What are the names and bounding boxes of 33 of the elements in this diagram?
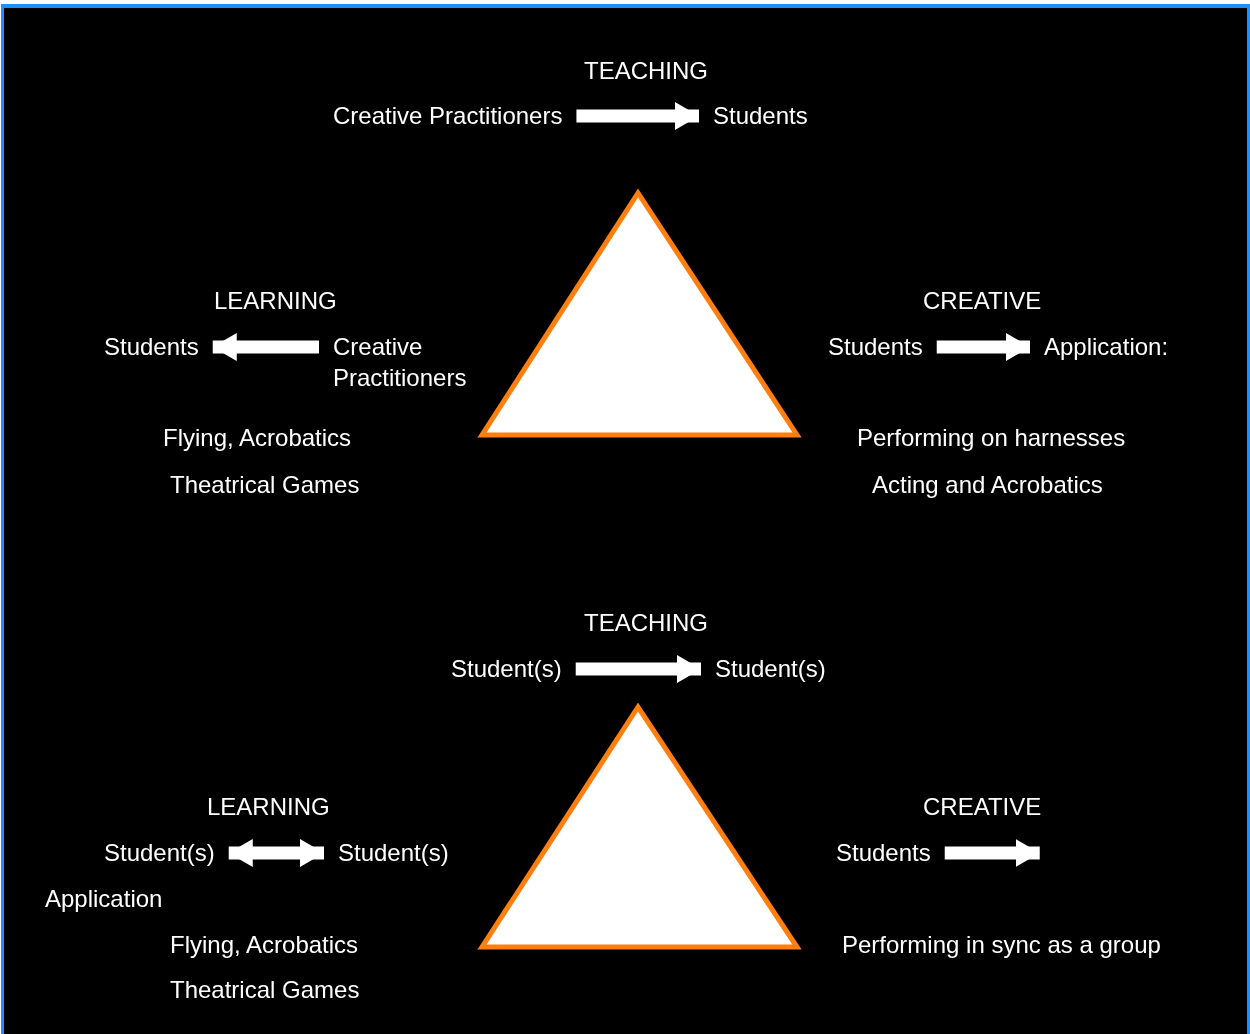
block-arrow	[228, 839, 324, 867]
node-text: Creative Practitioners	[333, 331, 483, 393]
node-text: Students	[104, 331, 199, 362]
section-heading: CREATIVE	[923, 286, 1042, 316]
node-text: Students	[828, 331, 923, 362]
activity-text: Performing in sync as a group	[842, 930, 1161, 960]
section-heading: CREATIVE	[923, 792, 1042, 822]
node-text: Student(s)	[715, 653, 826, 684]
node-text: Student(s)	[104, 837, 215, 868]
section-heading: LEARNING	[207, 792, 330, 822]
section-heading: TEACHING	[584, 56, 708, 86]
activity-text: Flying, Acrobatics	[163, 423, 352, 453]
triangle-shape	[477, 702, 802, 950]
block-arrow	[576, 102, 699, 130]
block-arrow	[936, 333, 1030, 361]
block-arrow	[575, 655, 701, 683]
activity-text: Theatrical Games	[170, 470, 360, 500]
section-heading: LEARNING	[214, 286, 337, 316]
node-text: Application:	[1044, 331, 1169, 362]
section-heading: TEACHING	[584, 608, 708, 638]
block-arrow	[944, 839, 1040, 867]
activity-text: Performing on harnesses	[857, 423, 1126, 453]
node-text: Creative Practitioners	[333, 100, 563, 131]
activity-text: Flying, Acrobatics	[170, 930, 359, 960]
node-text: Student(s)	[338, 837, 449, 868]
node-text: Student(s)	[451, 653, 562, 684]
triangle-shape	[477, 188, 802, 438]
activity-text: Theatrical Games	[170, 975, 360, 1005]
node-text: Students	[836, 837, 931, 868]
block-arrow	[212, 333, 319, 361]
activity-text: Acting and Acrobatics	[872, 470, 1103, 500]
activity-text: Application	[45, 884, 163, 914]
node-text: Students	[713, 100, 808, 131]
